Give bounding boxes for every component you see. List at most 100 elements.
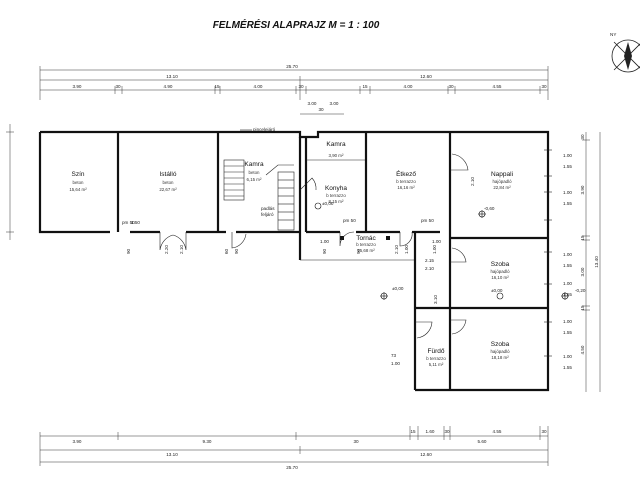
room-floor: b terrazzo — [396, 179, 416, 184]
note-d100b: 1.00 — [432, 239, 441, 244]
room-furdo: Fürdő b terrazzo 5,11 m² — [426, 348, 446, 367]
dim-win-4: 1.00 — [563, 252, 572, 257]
note-d310: 3.10 — [433, 295, 438, 304]
note-pm50-b: pm 50 — [343, 218, 356, 223]
dim-top-seg-7: 4.00 — [404, 84, 413, 89]
room-floor: hajópadló — [490, 349, 510, 354]
room-area: 8,15 m² — [329, 199, 344, 204]
dim-right-seg-3: 3.00 — [580, 267, 585, 276]
dimension-bottom: 3.90 9.30 30 15 1.60 30 5.60 4.55 30 13.… — [39, 426, 549, 470]
doors — [159, 153, 469, 339]
dim-bot-seg-0: 3.90 — [73, 439, 82, 444]
windows-right — [544, 149, 552, 357]
note-pm50-c: pm 50 — [421, 218, 434, 223]
note-pm50-a: pm 50 — [122, 220, 135, 225]
dim-top-seg-0: 3.90 — [73, 84, 82, 89]
room-area: 22,67 m² — [159, 187, 177, 192]
room-name: Kamra — [326, 141, 346, 148]
room-area: 16,10 m² — [491, 275, 509, 280]
dim-right-overall: 13.40 — [594, 256, 599, 268]
note-d100a: 1.00 — [320, 239, 329, 244]
dim-win-6: 1.00 — [563, 281, 572, 286]
room-area: 15,64 m² — [69, 187, 87, 192]
dim-right-seg-0: 30 — [580, 134, 585, 140]
dim-top-seg-2: 4.90 — [164, 84, 173, 89]
dimension-top: 25.70 13.10 12.60 3.90 30 4.90 15 4.00 3… — [39, 64, 549, 115]
level-marker-icon — [314, 202, 569, 300]
dim-top-small-2: 3.00 — [330, 101, 339, 106]
dim-top-seg-6: 15 — [362, 84, 368, 89]
note-d150: 1.50 — [131, 220, 140, 225]
note-d220: 2.20 — [164, 245, 169, 254]
room-konyha: Konyha b terrazzo 8,15 m² — [325, 185, 347, 204]
note-level-b: ±0,00 — [491, 288, 503, 293]
room-name: Tornác — [356, 235, 376, 242]
room-area: 16,16 m² — [397, 185, 415, 190]
room-name: Szín — [71, 171, 84, 178]
dimension-right: 13.40 30 3.90 15 3.00 15 4.50 1.00 1.55 … — [563, 132, 601, 392]
room-area: 22,84 m² — [493, 185, 511, 190]
room-area: 5,11 m² — [429, 362, 444, 367]
note-d210d: 2.10 — [394, 245, 399, 254]
dim-top-overall: 25.70 — [286, 64, 298, 69]
room-area: 3,90 m² — [329, 153, 344, 158]
dim-bot-seg-3: 15 — [410, 429, 416, 434]
dim-bot-seg-2: 30 — [353, 439, 359, 444]
room-name: Fürdő — [428, 348, 445, 355]
room-name: Konyha — [325, 185, 347, 192]
note-d210: 2.10 — [470, 177, 475, 186]
dimension-left — [6, 124, 14, 240]
note-d73: 73 — [391, 353, 397, 358]
note-d210b: 2.10 — [425, 266, 434, 271]
dim-bot-seg-5: 30 — [444, 429, 450, 434]
dim-win-0: 1.00 — [563, 153, 572, 158]
room-floor: hajópadló — [492, 179, 512, 184]
room-area: 15,68 m² — [357, 248, 375, 253]
note-d100e: 1.00 — [432, 245, 437, 254]
dim-right-seg-2: 15 — [580, 235, 585, 241]
note-d90b: 90 — [234, 248, 239, 254]
room-name: Kamra — [244, 161, 264, 168]
dim-win-5: 1.55 — [563, 263, 572, 268]
room-kamra-1: Kamra beton 6,15 m² — [244, 161, 264, 182]
note-d90a: 90 — [126, 248, 131, 254]
dim-win-9: 1.55 — [563, 330, 572, 335]
room-floor: b terrazzo — [356, 242, 376, 247]
dim-top-seg-4: 4.00 — [254, 84, 263, 89]
dim-top-seg-8: 30 — [448, 84, 454, 89]
room-name: Étkező — [396, 169, 416, 178]
dim-right-seg-4: 15 — [580, 305, 585, 311]
room-szoba-2: Szoba hajópadló 18,18 m² — [490, 341, 510, 360]
dim-win-3: 1.55 — [563, 201, 572, 206]
room-etkezo: Étkező b terrazzo 16,16 m² — [396, 169, 416, 190]
dim-top-left-total: 13.10 — [166, 74, 178, 79]
room-area: 18,18 m² — [491, 355, 509, 360]
room-floor: hajópadló — [490, 269, 510, 274]
dim-top-small-0: 3.00 — [308, 101, 317, 106]
note-padlas: padlás — [261, 206, 275, 211]
dim-top-seg-1: 30 — [115, 84, 121, 89]
note-d100c: 1.00 — [391, 361, 400, 366]
dim-bot-seg-8: 30 — [541, 429, 547, 434]
room-floor: beton — [249, 170, 261, 175]
room-name: Nappali — [491, 171, 513, 178]
compass-icon: NY — [610, 32, 640, 73]
note-d60: 60 — [224, 248, 229, 254]
dim-top-small-1: 30 — [318, 107, 324, 112]
dim-win-1: 1.55 — [563, 164, 572, 169]
stair-attic — [265, 164, 295, 231]
room-tornac: Tornác b terrazzo 15,68 m² — [356, 235, 376, 253]
dim-bot-seg-1: 9.30 — [203, 439, 212, 444]
dim-top-seg-9: 4.55 — [493, 84, 502, 89]
dim-bot-overall: 25.70 — [286, 465, 298, 470]
dim-right-seg-1: 3.90 — [580, 185, 585, 194]
dim-bot-seg-4: 1.60 — [426, 429, 435, 434]
note-d210c: 2.10 — [179, 245, 184, 254]
note-d90d: 90 — [356, 248, 361, 254]
room-nappali: Nappali hajópadló 22,84 m² — [491, 171, 513, 190]
note-d100d: 1.00 — [404, 245, 409, 254]
dim-top-seg-3: 15 — [214, 84, 220, 89]
note-szint-a: ±0,00 — [322, 201, 334, 206]
stair-cellar — [223, 159, 245, 201]
dim-top-right-total: 12.60 — [420, 74, 432, 79]
